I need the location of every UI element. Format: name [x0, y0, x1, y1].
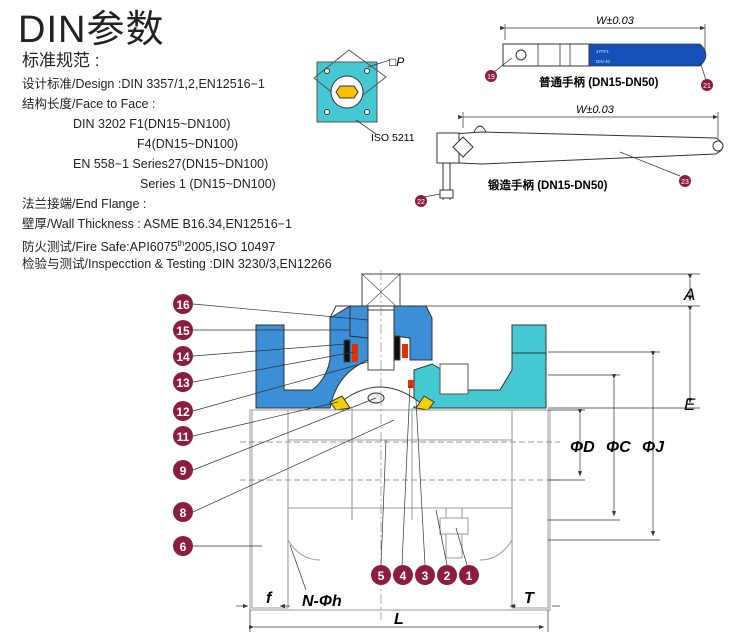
spec-din3202-f4: F4(DN15~DN100) — [137, 137, 239, 151]
plain-handle-grip — [588, 43, 707, 67]
dim-j-label: ΦJ — [642, 439, 665, 456]
plain-handle-diagram: W±0.03 JYFFL DIN 40 普通手柄 (DN15-DN50) 19 … — [485, 15, 713, 91]
callout-21-text: 21 — [703, 83, 711, 90]
spec-din3202-f1: DIN 3202 F1(DN15~DN100) — [73, 117, 231, 131]
spec-fire-safe-a: 防火测试/Fire Safe:API6075 — [22, 240, 178, 255]
callout-19-text: 19 — [487, 74, 495, 81]
dim-c-label: ΦC — [606, 439, 631, 456]
callout-11-text: 11 — [177, 430, 190, 444]
spec-fire-safe-b: 2005,ISO 10497 — [184, 240, 276, 255]
bottom-callouts: 5 4 3 2 1 — [371, 384, 479, 585]
bolt-hole — [364, 68, 370, 74]
callout-4-text: 4 — [400, 569, 407, 583]
callout-21 — [701, 79, 713, 91]
callout-13-text: 13 — [176, 376, 190, 390]
dim-d-label: ΦD — [570, 439, 595, 456]
dim-a-label: A — [683, 285, 695, 304]
callout-6 — [173, 536, 193, 556]
callout-3-text: 3 — [422, 569, 429, 583]
dim-e-label: E — [684, 395, 696, 414]
callout-2-text: 2 — [444, 569, 451, 583]
callout-22-text: 22 — [417, 199, 425, 206]
dim-nh-label: N-Φh — [302, 593, 342, 610]
plain-handle-label: 普通手柄 (DN15-DN50) — [539, 75, 659, 89]
callout-1-text: 1 — [466, 569, 473, 583]
iso-flange-diagram: □P ISO 5211 — [313, 49, 415, 144]
iso-flange-stem-head — [335, 85, 359, 99]
callout-16-text: 16 — [176, 298, 190, 312]
callout-15 — [173, 320, 193, 340]
callout-9 — [173, 460, 193, 480]
callout-22 — [415, 195, 427, 207]
spec-face-header: 结构长度/Face to Face : — [22, 97, 156, 111]
dim-t-label: T — [524, 590, 535, 607]
callout-1 — [459, 565, 479, 585]
callout-14 — [173, 346, 193, 366]
callout-3 — [415, 565, 435, 585]
page-title: DIN参数 — [18, 9, 165, 51]
left-callouts: 16 15 14 13 12 11 9 8 6 — [173, 294, 395, 556]
dim-f-label: f — [266, 590, 273, 607]
callout-23 — [679, 175, 691, 187]
forged-handle-diagram: W±0.03 锻造手柄 (DN15-DN50) 22 23 — [415, 104, 724, 207]
spec-wall: 壁厚/Wall Thickness : ASME B16.34,EN12516−… — [22, 217, 292, 231]
dim-l-label: L — [394, 611, 404, 628]
callout-23-text: 23 — [681, 179, 689, 186]
callout-16 — [173, 294, 193, 314]
spec-en558-s27: EN 558−1 Series27(DN15~DN100) — [73, 157, 269, 171]
spec-testing: 检验与测试/Inspecction & Testing :DIN 3230/3,… — [22, 257, 332, 271]
callout-5-text: 5 — [378, 569, 385, 583]
forged-handle-body — [436, 131, 724, 165]
callout-9-text: 9 — [180, 464, 187, 478]
callout-8 — [173, 502, 193, 522]
spec-end-flange: 法兰接端/End Flange : — [22, 197, 147, 211]
bolt-hole — [364, 109, 370, 115]
spec-fire-safe-sup: th — [177, 239, 185, 248]
callout-12 — [173, 401, 193, 421]
callout-6-text: 6 — [180, 540, 187, 554]
callout-13 — [173, 372, 193, 392]
bolt-hole — [324, 68, 330, 74]
bolt-hole — [324, 109, 330, 115]
callout-11 — [173, 426, 193, 446]
forged-w-label: W±0.03 — [576, 104, 615, 116]
spec-en558-s1: Series 1 (DN15~DN100) — [140, 177, 276, 191]
iso-label: ISO 5211 — [371, 132, 415, 144]
callout-14-text: 14 — [176, 350, 190, 364]
svg-text:JYFFL: JYFFL — [596, 49, 610, 54]
svg-text:DIN 40: DIN 40 — [596, 59, 611, 64]
forged-handle-label: 锻造手柄 (DN15-DN50) — [488, 178, 608, 192]
spec-design: 设计标准/Design :DIN 3357/1,2,EN12516−1 — [22, 77, 265, 91]
callout-15-text: 15 — [176, 324, 190, 338]
callout-8-text: 8 — [180, 506, 187, 520]
page-subtitle: 标准规范 : — [22, 51, 100, 70]
callout-4 — [393, 565, 413, 585]
callout-5 — [371, 565, 391, 585]
callout-2 — [437, 565, 457, 585]
callout-12-text: 12 — [176, 405, 190, 419]
dimension-lines — [236, 273, 700, 632]
callout-19 — [485, 70, 497, 82]
flange-p-label: □P — [389, 55, 404, 69]
spec-fire-safe: 防火测试/Fire Safe:API6075th2005,ISO 10497 — [22, 234, 275, 257]
plain-w-label: W±0.03 — [596, 15, 635, 27]
